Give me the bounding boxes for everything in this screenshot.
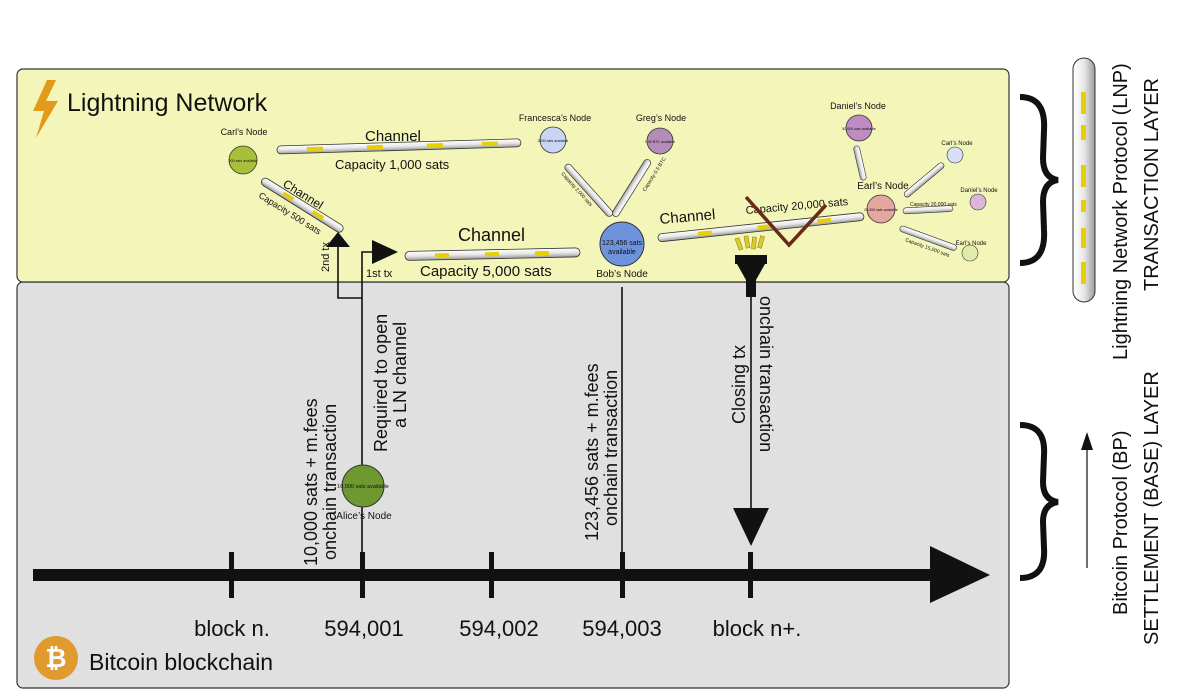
svg-text:Carl’s Node: Carl’s Node [941,141,973,147]
channel-title: Channel [458,225,525,245]
svg-text:Daniel’s Node: Daniel’s Node [830,101,886,111]
channel-daniel-earl [853,145,867,181]
node-carl-right: Carl’s Node [941,141,973,164]
required-label-2: a LN channel [390,322,410,428]
node-daniel-top: Daniel’s Node 50,000 sats available [830,101,886,142]
svg-text:Bob’s Node: Bob’s Node [596,269,648,280]
bob-tx-amount: 123,456 sats + m.fees [582,363,602,541]
close-check-mark [744,195,828,248]
channel-alice-bob [404,247,581,261]
coins-icon [734,235,765,251]
block-label: 594,002 [459,616,539,641]
svg-text:123,456 sats: 123,456 sats [602,240,643,247]
channel-capacity: Capacity 1,000 sats [335,157,450,172]
svg-text:Alice’s Node: Alice’s Node [336,511,392,522]
node-bob: 123,456 sats available Bob’s Node [596,221,648,280]
lnp-brace [1019,94,1059,266]
channel-bob-francesca [564,163,614,217]
node-earl-right: Earl’s Node [956,241,988,262]
bob-tx-onchain: onchain transaction [601,370,621,526]
svg-text:Earl’s Node: Earl’s Node [956,241,988,247]
channel-earl-carl [903,162,945,198]
svg-text:Carl’s Node: Carl’s Node [221,127,268,137]
bp-label: Bitcoin Protocol (BP) [1110,430,1132,615]
bitcoin-title: Bitcoin blockchain [89,649,273,675]
up-arrow-icon [1081,432,1093,568]
lnp-label: Lightning Network Protocol (LNP) [1110,63,1132,360]
alice-tx-onchain: onchain transaction [320,404,340,560]
bitcoin-icon: ₿ [34,636,78,680]
svg-text:20,000 sats available: 20,000 sats available [864,208,898,212]
block-label: 594,001 [324,616,404,641]
lnp-layer-label: TRANSACTION LAYER [1141,78,1163,291]
channel-earl-daniel [902,205,954,215]
funnel-icon [735,255,767,297]
closing-tx-arrowhead [733,508,769,546]
closing-tx-label: Closing tx [729,345,749,424]
svg-text:₿: ₿ [45,644,66,674]
channel-carl-alice [260,177,344,233]
block-label: 594,003 [582,616,662,641]
channel-bob-greg [612,159,651,217]
channel-capacity: Capacity 5,000 sats [420,263,552,280]
svg-text:2400 sats available: 2400 sats available [538,139,569,143]
first-tx-label: 1st tx [366,268,393,280]
node-francesca: Francesca’s Node 2400 sats available [519,113,591,154]
closing-onchain-label: onchain transaction [756,296,776,452]
bp-layer-label: SETTLEMENT (BASE) LAYER [1141,371,1163,645]
svg-text:Daniel’s Node: Daniel’s Node [960,188,998,194]
block-timeline [33,546,990,603]
node-alice: 10,000 sats available Alice’s Node [336,464,392,522]
alice-tx-amount: 10,000 sats + m.fees [301,398,321,566]
svg-text:Francesca’s Node: Francesca’s Node [519,113,591,123]
channel-title: Channel [365,128,421,145]
channel-earl-earl [899,225,957,251]
svg-text:Earl’s Node: Earl’s Node [857,181,909,192]
channel-title: Channel [659,206,716,228]
lnp-layer-icon [1072,57,1096,303]
node-carl-left: Carl’s Node 300 sats available [221,127,268,175]
node-earl: Earl’s Node 20,000 sats available [857,181,909,224]
node-greg: Greg’s Node 1.00 BTC available [636,113,686,155]
bp-brace [1019,422,1059,581]
node-daniel-right: Daniel’s Node [960,188,998,211]
channel-capacity: Capacity 20,000 sats [910,202,957,208]
svg-text:50,000 sats available: 50,000 sats available [842,127,876,131]
required-label: Required to open [371,314,391,452]
block-label: block n. [194,616,270,641]
lightning-bolt-icon [33,80,58,138]
svg-text:1.00 BTC available: 1.00 BTC available [645,140,675,144]
svg-text:10,000 sats available: 10,000 sats available [337,484,389,490]
channel-carl-francesca [276,138,522,155]
lightning-title: Lightning Network [67,89,268,117]
block-label: block n+. [713,616,802,641]
svg-text:300 sats available: 300 sats available [229,159,258,163]
svg-text:Greg’s Node: Greg’s Node [636,113,686,123]
svg-text:available: available [608,249,636,256]
second-tx-label: 2nd tx [320,242,332,272]
